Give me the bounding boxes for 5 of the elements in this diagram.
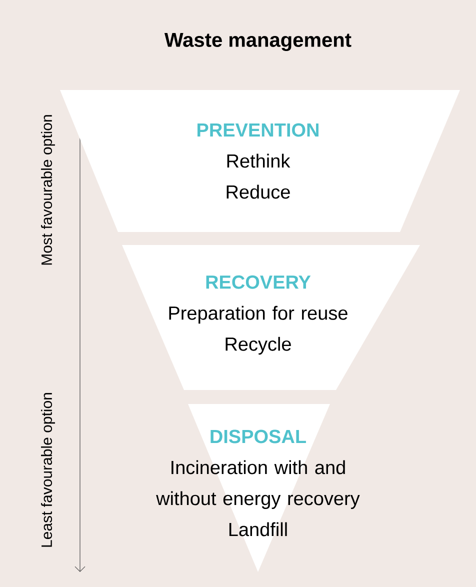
title: Waste management (164, 33, 352, 51)
band: RECOVERY Preparation for reuse Recycle (122, 245, 420, 390)
axis-label: Least favourable option (41, 393, 55, 547)
band: DISPOSAL Incineration with and without energy recovery Landfill (156, 404, 360, 572)
band: PREVENTION Rethink Reduce (60, 90, 460, 232)
